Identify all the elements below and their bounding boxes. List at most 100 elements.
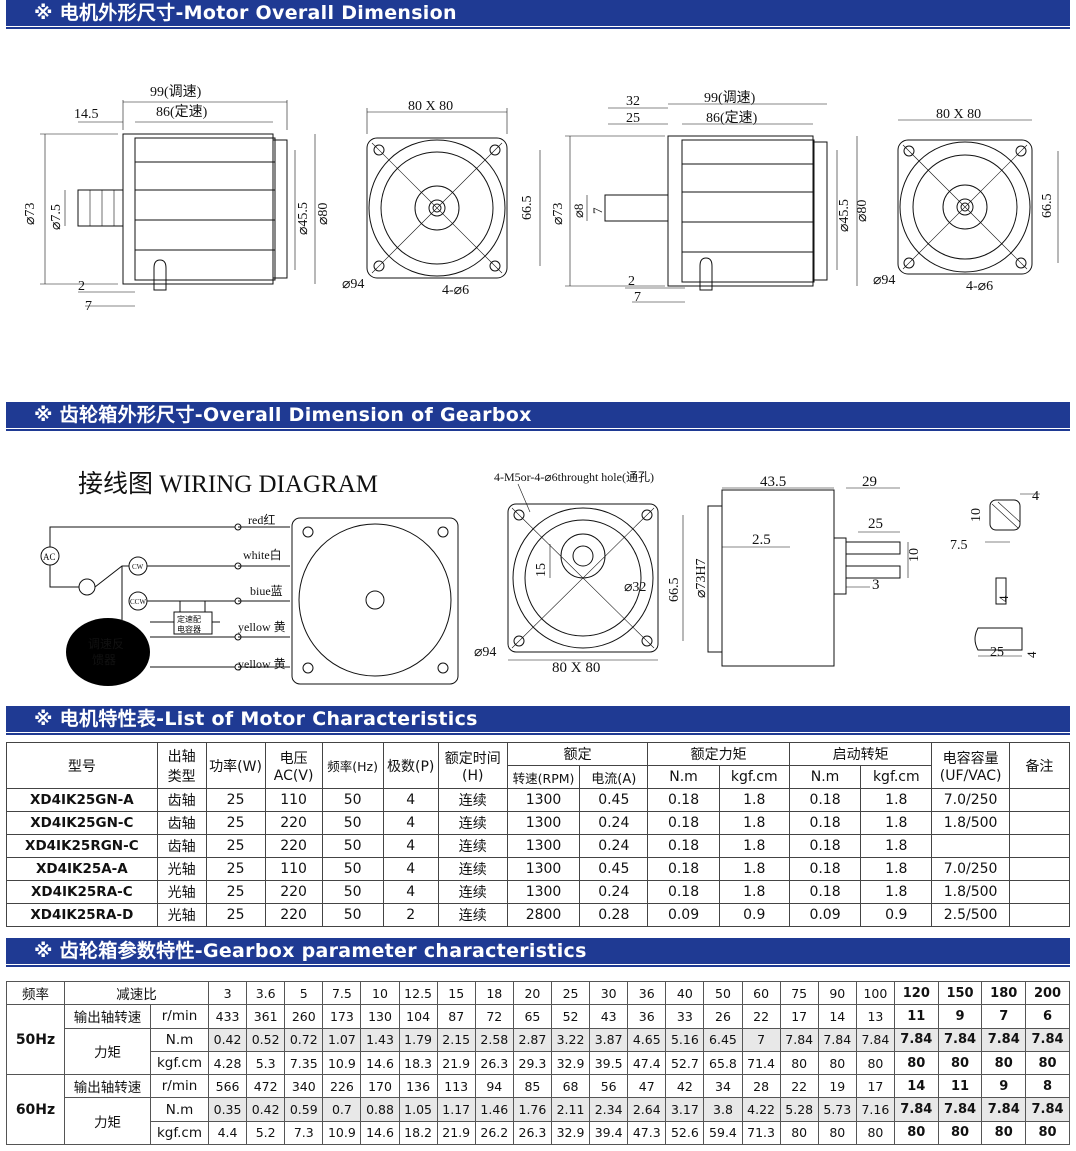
table-cell: 2.58: [474, 1027, 514, 1052]
table-cell: 43: [589, 1004, 629, 1029]
th-current: 电流(A): [579, 765, 649, 789]
table-cell: 12.5: [398, 980, 438, 1006]
dim-d80-b: ⌀80: [855, 200, 870, 222]
table-cell: 4.22: [741, 1097, 781, 1122]
table-cell: 7.16: [855, 1097, 895, 1122]
table-cell: 260: [284, 1004, 324, 1029]
table-cell: XD4IK25A-A: [6, 857, 158, 881]
gearbox-shaft-detail: 4 10 7.5 4 25 4: [950, 489, 1040, 660]
th-shaft: 出轴类型: [156, 742, 207, 789]
table-cell: 71.3: [741, 1120, 781, 1146]
table-cell: 1.8: [718, 788, 790, 812]
table-cell: 0.18: [788, 811, 862, 835]
table-cell: 33: [665, 1004, 705, 1029]
table-cell: 1.79: [398, 1027, 438, 1052]
motor-side-view-fixed: 32 25 99(调速) 86(定速) ⌀73 ⌀8 7 ⌀45.5 ⌀80 2…: [551, 90, 870, 305]
motor-front-view-speed: 80 X 80 66.5 ⌀94 4-⌀6: [342, 99, 541, 298]
table-cell: 14: [817, 1004, 857, 1029]
wire-red: red红: [248, 512, 275, 527]
table-cell: 2.64: [627, 1097, 667, 1122]
ccw-label: CCW: [130, 598, 146, 606]
table-cell: 13: [855, 1004, 895, 1029]
th-speed: 转速(RPM): [506, 765, 581, 789]
table-cell: 1.8: [860, 811, 933, 835]
table-cell: 120: [893, 980, 939, 1006]
th-poles: 极数(P): [382, 742, 439, 789]
table-cell: 29.3: [512, 1050, 552, 1076]
dim-4-d6: 4-⌀6: [442, 283, 469, 298]
table-cell: 0.7: [322, 1097, 362, 1122]
table-cell: 42: [665, 1074, 705, 1099]
table-cell: 0.18: [647, 811, 720, 835]
dim-80x80-b: 80 X 80: [936, 107, 981, 122]
capacitor-label-1: 定速配: [177, 614, 201, 624]
table-cell: 220: [264, 880, 323, 904]
table-cell: XD4IK25GN-A: [6, 788, 158, 812]
table-cell: 52.6: [665, 1120, 705, 1146]
dim-86: 86(定速): [156, 104, 208, 120]
table-cell: XD4IK25RA-D: [6, 903, 158, 927]
table-cell: 65.8: [703, 1050, 743, 1076]
table-cell: 3: [207, 980, 248, 1006]
dim-25: 25: [626, 111, 640, 126]
table-cell: 72: [474, 1004, 514, 1029]
table-cell: 47: [627, 1074, 667, 1099]
dim-7: 7: [85, 299, 92, 314]
table-cell: 0.42: [207, 1027, 248, 1052]
table-cell: 3.22: [550, 1027, 591, 1052]
table-cell: 0.18: [647, 788, 720, 812]
table-cell: 0.24: [579, 811, 649, 835]
table-cell: [1008, 834, 1071, 858]
table-cell: 0.18: [788, 857, 862, 881]
gb-dim-d73h7: ⌀73H7: [694, 558, 709, 598]
table-cell: 220: [264, 903, 323, 927]
table-cell: 力矩: [64, 1097, 151, 1146]
wire-yellow-2: yellow 黄: [238, 657, 286, 671]
dim-2: 2: [78, 279, 85, 294]
table-cell: 0.45: [579, 788, 649, 812]
table-cell: 32.9: [550, 1050, 591, 1076]
capacitor-label-2: 电容器: [177, 624, 201, 634]
table-cell: 200: [1025, 980, 1070, 1006]
table-cell: 1.05: [398, 1097, 438, 1122]
gb-dim-10-b: 10: [969, 508, 984, 522]
table-cell: 0.42: [246, 1097, 286, 1122]
table-cell: 80: [981, 1050, 1027, 1076]
table-cell: 7.84: [779, 1027, 819, 1052]
table-cell: 50: [321, 880, 384, 904]
dim-d80: ⌀80: [316, 203, 331, 225]
section-header-gearbox-dimension: ※ 齿轮箱外形尺寸-Overall Dimension of Gearbox: [6, 402, 1070, 431]
hole-note: 4-M5or-4-⌀6throught hole(通孔): [494, 470, 654, 484]
table-cell: 85: [512, 1074, 552, 1099]
dim-32: 32: [626, 94, 640, 109]
table-cell: 80: [981, 1120, 1027, 1146]
table-cell: 7.84: [937, 1097, 983, 1122]
table-cell: 226: [322, 1074, 362, 1099]
th-start-kgf: kgf.cm: [860, 765, 933, 789]
gb-dim-4-b: 4: [996, 595, 1011, 602]
table-cell: 50Hz: [6, 1004, 65, 1076]
table-cell: 0.09: [788, 903, 862, 927]
cw-label: CW: [132, 563, 144, 571]
table-cell: 0.18: [647, 857, 720, 881]
table-cell: 0.88: [360, 1097, 400, 1122]
dim-7-c: 7: [634, 290, 641, 305]
feedback-label-2: 馈器: [92, 653, 116, 667]
table-cell: 7.84: [981, 1027, 1027, 1052]
table-cell: XD4IK25GN-C: [6, 811, 158, 835]
table-cell: 47.4: [627, 1050, 667, 1076]
wire-blue: biue蓝: [250, 584, 283, 598]
gb-dim-10: 10: [907, 548, 922, 562]
th-power: 功率(W): [205, 742, 266, 789]
table-cell: 1.8: [860, 834, 933, 858]
table-cell: 14.6: [360, 1050, 400, 1076]
table-cell: 1.8: [860, 880, 933, 904]
table-cell: 22: [741, 1004, 781, 1029]
